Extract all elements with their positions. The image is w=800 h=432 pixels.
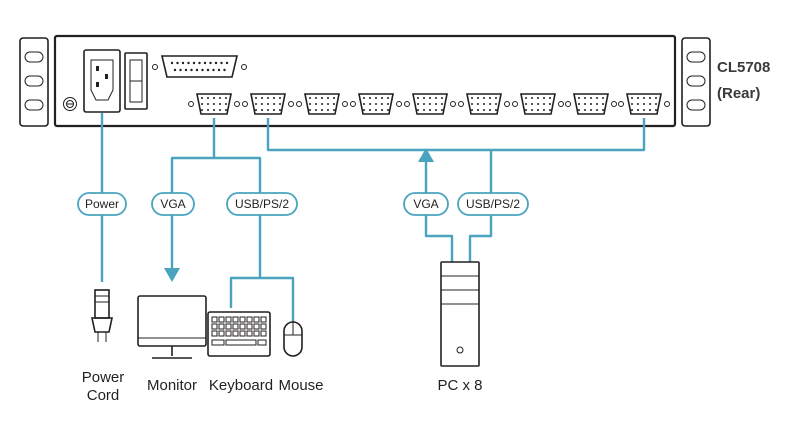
- pc-tower-icon: [440, 261, 480, 367]
- power-cord-label-line1: Power: [82, 369, 125, 386]
- vga-port-icon: [188, 93, 240, 115]
- db25-port-icon: [152, 55, 247, 78]
- vga-port-icon: [296, 93, 348, 115]
- vga-port-icon: [350, 93, 402, 115]
- pc-label: PC x 8: [437, 377, 482, 394]
- monitor-arrow: [164, 268, 180, 282]
- console-vga-label: VGA: [151, 192, 195, 216]
- svg-text:Power: Power: [85, 197, 119, 211]
- power-cord-label-line2: Cord: [87, 387, 120, 404]
- monitor-label: Monitor: [147, 377, 197, 394]
- monitor-icon: [137, 295, 207, 359]
- console-cable: [164, 118, 295, 322]
- vga-port-icon: [458, 93, 510, 115]
- keyboard-icon: [207, 311, 271, 357]
- model-view: (Rear): [717, 85, 760, 102]
- power-switch-icon: [124, 52, 148, 110]
- svg-text:USB/PS/2: USB/PS/2: [235, 197, 289, 211]
- vga-port-icon: [618, 93, 670, 115]
- left-rack-ear: [19, 37, 49, 127]
- power-cable-label: Power: [77, 192, 127, 216]
- pc-cable-bus: [266, 118, 646, 262]
- pc-vga-arrow: [418, 148, 434, 162]
- svg-text:USB/PS/2: USB/PS/2: [466, 197, 520, 211]
- model-name: CL5708: [717, 59, 770, 76]
- vga-port-icon: [512, 93, 564, 115]
- vga-port-icon: [242, 93, 294, 115]
- pc-vga-label: VGA: [403, 192, 449, 216]
- vga-port-row: [188, 93, 670, 115]
- mouse-label: Mouse: [278, 377, 323, 394]
- svg-text:VGA: VGA: [413, 197, 438, 211]
- vga-port-icon: [404, 93, 456, 115]
- plug-icon: [91, 289, 113, 342]
- right-rack-ear: [681, 37, 711, 127]
- chassis: [53, 34, 677, 128]
- pc-usb-label: USB/PS/2: [457, 192, 529, 216]
- vga-port-icon: [565, 93, 617, 115]
- kvm-rear-panel: [19, 34, 711, 128]
- power-inlet-icon: [83, 49, 121, 113]
- svg-text:VGA: VGA: [160, 197, 185, 211]
- keyboard-label: Keyboard: [209, 377, 273, 394]
- mouse-icon: [283, 321, 303, 357]
- console-usb-label: USB/PS/2: [226, 192, 298, 216]
- ground-screw-icon: [63, 97, 77, 111]
